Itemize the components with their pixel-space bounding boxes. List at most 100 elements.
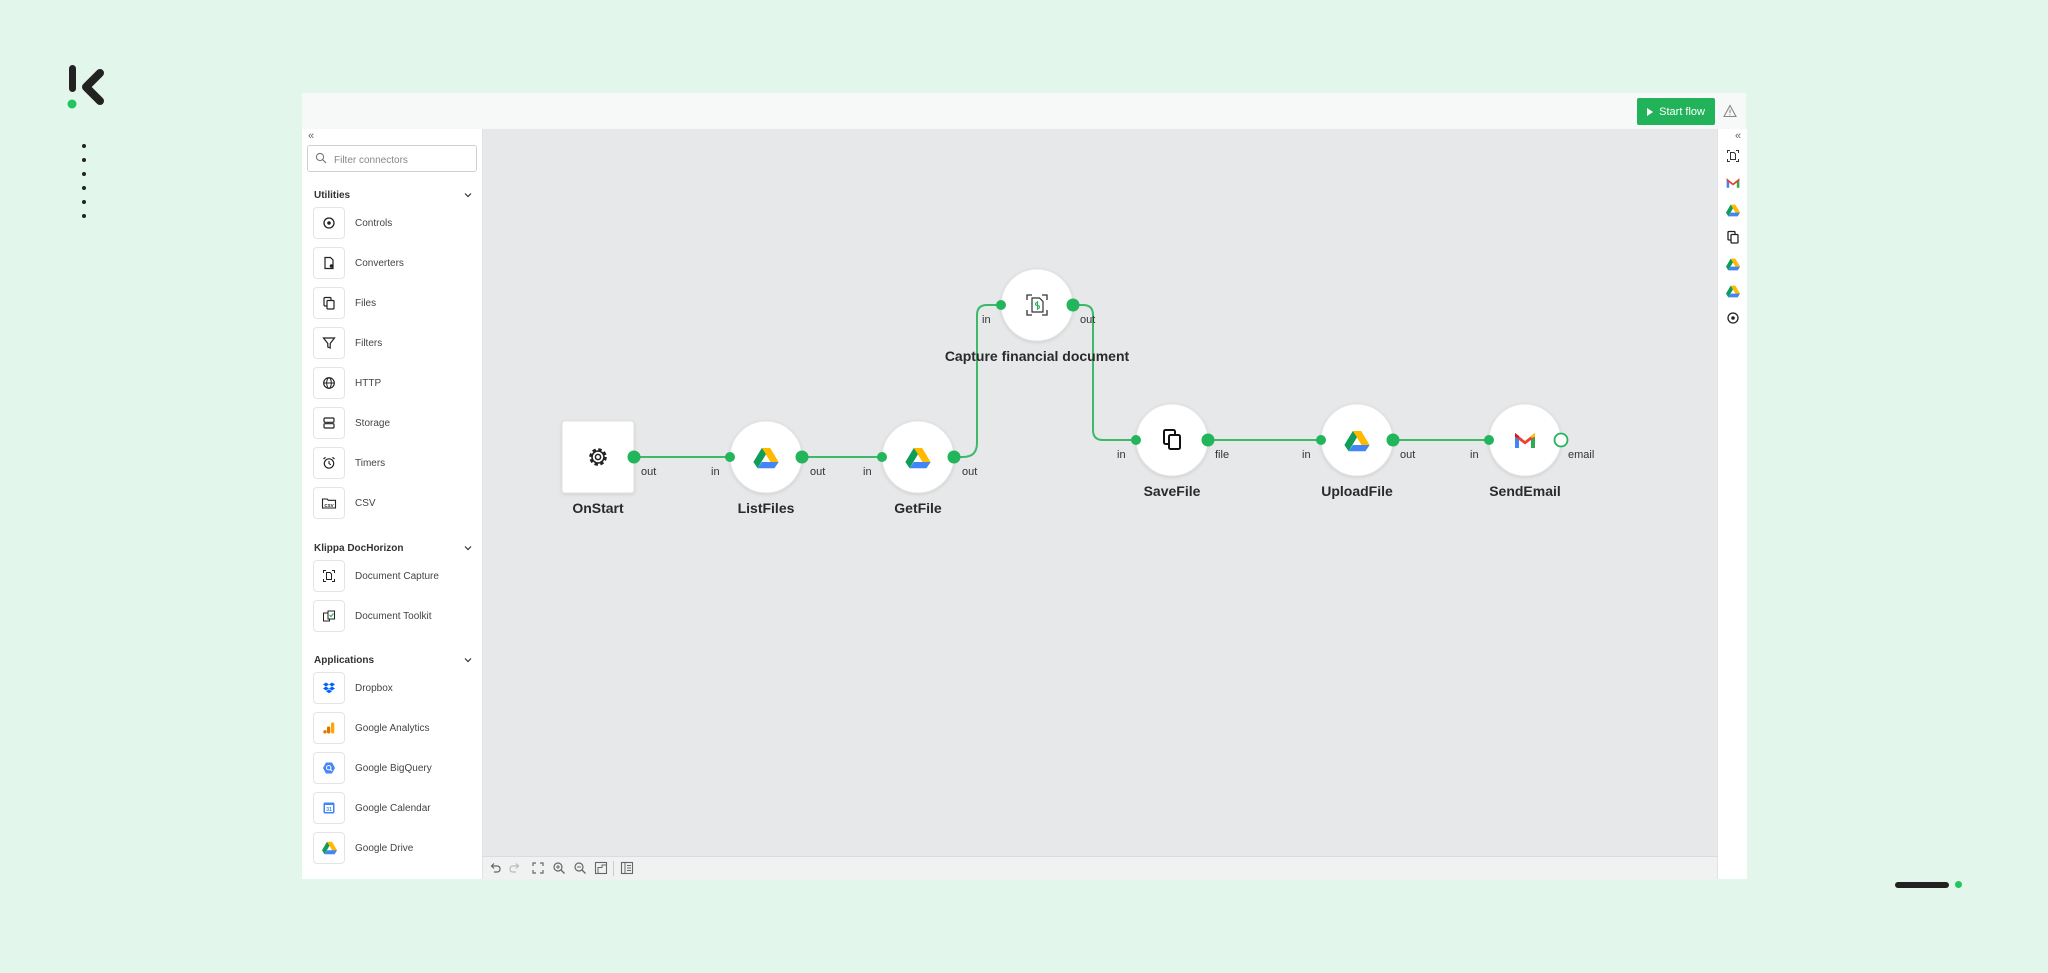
rail-item-google-drive[interactable]	[1724, 201, 1742, 219]
port-in[interactable]	[996, 300, 1006, 310]
rail-item-controls[interactable]	[1724, 309, 1742, 327]
sidebar-item-dropbox[interactable]: Dropbox	[313, 671, 473, 705]
minimap-icon[interactable]	[594, 861, 608, 875]
chevron-down-icon	[464, 658, 472, 663]
google-analytics-icon	[323, 722, 335, 734]
node-savefile[interactable]: in file SaveFile	[1117, 403, 1229, 499]
port-out[interactable]	[1386, 433, 1400, 447]
svg-text:out: out	[641, 466, 656, 478]
port-out[interactable]	[627, 450, 641, 464]
sidebar-item-google-calendar[interactable]: 31 Google Calendar	[313, 791, 473, 825]
storage-icon	[323, 417, 335, 429]
svg-text:out: out	[1080, 314, 1095, 326]
flow-canvas[interactable]: out OnStart in out ListFiles in out	[483, 129, 1717, 856]
port-in[interactable]	[725, 452, 735, 462]
node-capture-financial-document[interactable]: in out Capture financial document	[945, 268, 1130, 364]
port-email[interactable]	[1553, 432, 1569, 448]
port-file[interactable]	[1201, 433, 1215, 447]
port-out[interactable]	[1066, 298, 1080, 312]
search-input[interactable]	[332, 150, 474, 170]
layout-panel-icon[interactable]	[620, 861, 634, 875]
section-applications[interactable]: Applications	[314, 652, 472, 668]
port-out[interactable]	[947, 450, 961, 464]
collapse-rail-icon[interactable]: «	[1735, 130, 1742, 142]
section-title: Klippa DocHorizon	[314, 542, 404, 554]
node-title: GetFile	[894, 500, 942, 516]
sidebar-item-document-toolkit[interactable]: Document Toolkit	[313, 599, 473, 633]
play-icon	[1647, 107, 1654, 116]
rail-item-capture[interactable]	[1724, 147, 1742, 165]
node-getfile[interactable]: in out GetFile	[863, 420, 977, 516]
start-flow-label: Start flow	[1659, 105, 1705, 118]
zoom-out-icon[interactable]	[573, 861, 587, 875]
files-icon	[323, 296, 335, 310]
collapse-sidebar-icon[interactable]: «	[308, 130, 315, 142]
sidebar-item-google-analytics[interactable]: Google Analytics	[313, 711, 473, 745]
sidebar-item-google-bigquery[interactable]: Google BigQuery	[313, 751, 473, 785]
sidebar-item-label: Google BigQuery	[355, 762, 432, 774]
undo-icon[interactable]	[488, 861, 502, 875]
rail-item-google-drive[interactable]	[1724, 255, 1742, 273]
svg-text:out: out	[810, 466, 825, 478]
node-title: SaveFile	[1144, 483, 1201, 499]
section-title: Applications	[314, 654, 375, 666]
sidebar-item-label: HTTP	[355, 377, 382, 389]
sidebar-item-converters[interactable]: Converters	[313, 246, 473, 280]
document-toolkit-icon	[323, 610, 335, 622]
sidebar-item-storage[interactable]: Storage	[313, 406, 473, 440]
port-in[interactable]	[877, 452, 887, 462]
sidebar-item-controls[interactable]: Controls	[313, 206, 473, 240]
rail-item-files[interactable]	[1724, 228, 1742, 246]
node-onstart[interactable]: out OnStart	[561, 420, 656, 516]
node-title: UploadFile	[1321, 483, 1393, 499]
filter-icon	[322, 337, 336, 349]
sidebar-item-google-drive[interactable]: Google Drive	[313, 831, 473, 865]
sidebar-item-label: Files	[355, 297, 377, 309]
sidebar-item-label: CSV	[355, 497, 376, 509]
svg-text:CSV: CSV	[324, 503, 333, 508]
sidebar-item-label: Document Toolkit	[355, 610, 432, 622]
fit-view-icon[interactable]	[531, 861, 545, 875]
sidebar-item-document-capture[interactable]: Document Capture	[313, 559, 473, 593]
sidebar-item-files[interactable]: Files	[313, 286, 473, 320]
sidebar-item-label: Google Drive	[355, 842, 414, 854]
svg-text:in: in	[711, 466, 720, 478]
svg-text:file: file	[1215, 449, 1229, 461]
sidebar-item-label: Google Analytics	[355, 722, 430, 734]
edge-getfile-capture	[954, 304, 1001, 458]
chevron-down-icon	[464, 546, 472, 551]
rail-item-google-drive[interactable]	[1724, 282, 1742, 300]
dropbox-icon	[323, 682, 335, 694]
node-listfiles[interactable]: in out ListFiles	[711, 420, 825, 516]
gear-icon	[589, 448, 607, 466]
sidebar-item-timers[interactable]: Timers	[313, 446, 473, 480]
node-uploadfile[interactable]: in out UploadFile	[1302, 403, 1415, 499]
start-flow-button[interactable]: Start flow	[1637, 98, 1715, 125]
node-sendemail[interactable]: in email SendEmail	[1470, 403, 1594, 499]
google-calendar-icon: 31	[323, 802, 335, 814]
redo-icon[interactable]	[508, 861, 522, 875]
sidebar-item-csv[interactable]: CSV CSV	[313, 486, 473, 520]
port-in[interactable]	[1484, 435, 1494, 445]
rail-item-gmail[interactable]	[1724, 174, 1742, 192]
google-bigquery-icon	[323, 762, 335, 774]
google-drive-icon	[321, 841, 337, 855]
node-title: OnStart	[572, 500, 624, 516]
sidebar-item-label: Filters	[355, 337, 383, 349]
zoom-in-icon[interactable]	[552, 861, 566, 875]
sidebar-item-filters[interactable]: Filters	[313, 326, 473, 360]
section-utilities[interactable]: Utilities	[314, 187, 472, 203]
section-title: Utilities	[314, 189, 351, 201]
document-capture-icon	[323, 570, 335, 582]
connector-search	[307, 145, 477, 172]
sidebar-item-http[interactable]: HTTP	[313, 366, 473, 400]
section-klippa-dochorizon[interactable]: Klippa DocHorizon	[314, 540, 472, 556]
csv-folder-icon: CSV	[321, 498, 337, 509]
document-capture-icon	[1026, 294, 1048, 316]
right-rail: «	[1717, 129, 1747, 879]
port-in[interactable]	[1131, 435, 1141, 445]
warning-icon[interactable]	[1723, 104, 1737, 118]
sidebar-item-label: Storage	[355, 417, 391, 429]
port-in[interactable]	[1316, 435, 1326, 445]
port-out[interactable]	[795, 450, 809, 464]
